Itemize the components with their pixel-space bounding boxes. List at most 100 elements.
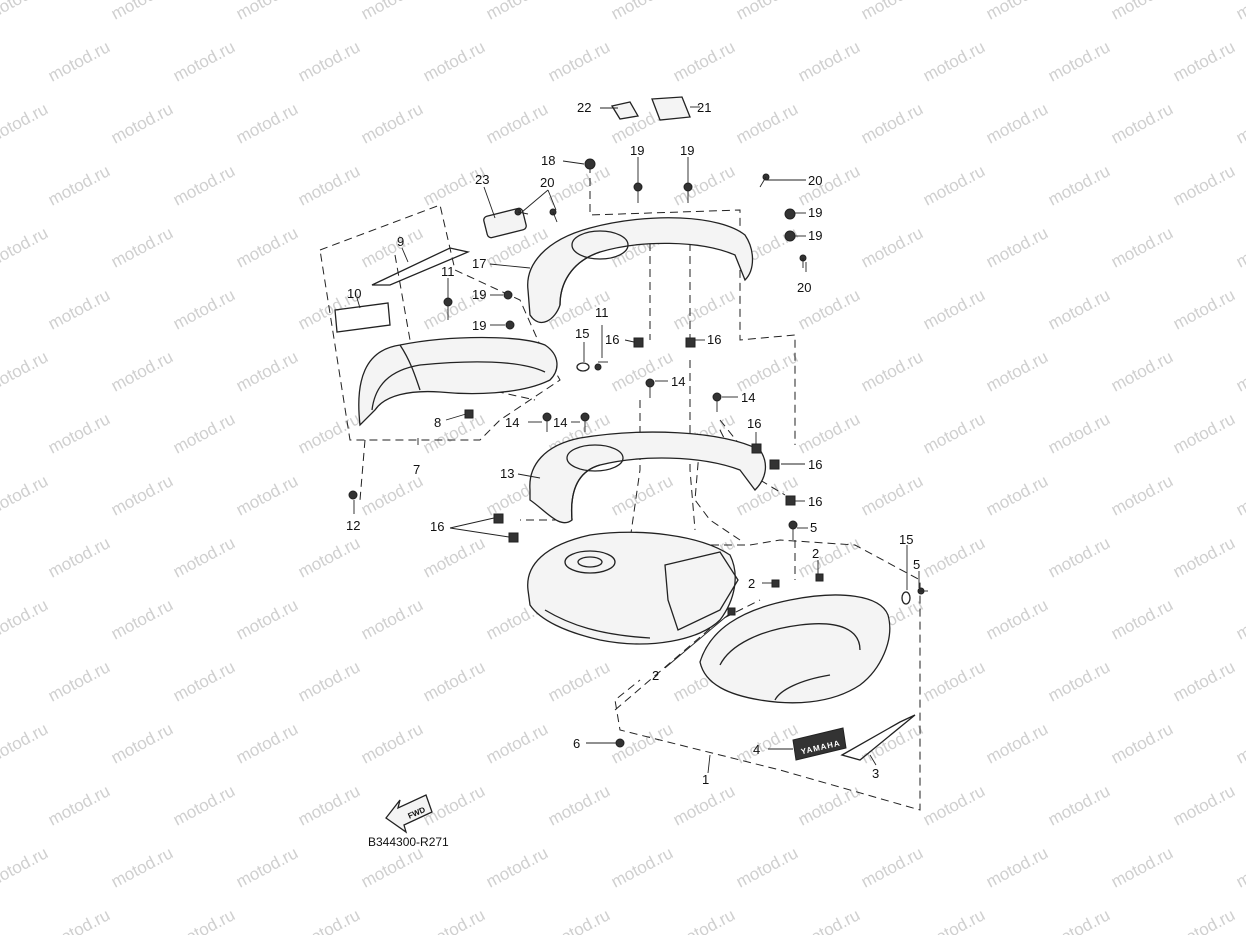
- watermark-text: motod.ru: [670, 905, 738, 935]
- watermark-text: motod.ru: [983, 471, 1051, 519]
- watermark-text: motod.ru: [608, 0, 676, 24]
- watermark-text: motod.ru: [858, 347, 926, 395]
- watermark-text: motod.ru: [233, 223, 301, 271]
- watermark-text: motod.ru: [858, 0, 926, 24]
- watermark-text: motod.ru: [1108, 719, 1176, 767]
- watermark-text: motod.ru: [920, 409, 988, 457]
- watermark-text: motod.ru: [108, 595, 176, 643]
- watermark-text: motod.ru: [1170, 533, 1238, 581]
- watermark-text: motod.ru: [858, 99, 926, 147]
- watermark-text: motod.ru: [1170, 409, 1238, 457]
- watermark-text: motod.ru: [920, 657, 988, 705]
- watermark-text: motod.ru: [920, 285, 988, 333]
- callout-number: 19: [808, 205, 822, 220]
- watermark-text: motod.ru: [1108, 843, 1176, 891]
- watermark-text: motod.ru: [170, 905, 238, 935]
- watermark-text: motod.ru: [108, 0, 176, 24]
- callout-number: 16: [808, 494, 822, 509]
- watermark-text: motod.ru: [1233, 719, 1246, 767]
- watermark-text: motod.ru: [1045, 409, 1113, 457]
- callout-number: 15: [575, 326, 589, 341]
- watermark-text: motod.ru: [1233, 0, 1246, 24]
- watermark-text: motod.ru: [670, 285, 738, 333]
- watermark-text: motod.ru: [1108, 347, 1176, 395]
- watermark-text: motod.ru: [45, 533, 113, 581]
- side-cover-right: [699, 594, 891, 704]
- watermark-text: motod.ru: [45, 37, 113, 85]
- watermark-text: motod.ru: [108, 99, 176, 147]
- callout-number: 16: [430, 519, 444, 534]
- watermark-text: motod.ru: [1233, 595, 1246, 643]
- callout-number: 17: [472, 256, 486, 271]
- watermark-text: motod.ru: [1045, 285, 1113, 333]
- watermark-text: motod.ru: [920, 161, 988, 209]
- watermark-text: motod.ru: [45, 161, 113, 209]
- watermark-text: motod.ru: [295, 37, 363, 85]
- callout-number: 16: [605, 332, 619, 347]
- watermark-text: motod.ru: [0, 0, 51, 24]
- watermark-text: motod.ru: [108, 471, 176, 519]
- watermark-text: motod.ru: [358, 719, 426, 767]
- watermark-text: motod.ru: [983, 99, 1051, 147]
- watermark-text: motod.ru: [983, 719, 1051, 767]
- decal-panel: [334, 302, 391, 333]
- watermark-text: motod.ru: [733, 347, 801, 395]
- watermark-text: motod.ru: [170, 657, 238, 705]
- watermark-text: motod.ru: [0, 719, 51, 767]
- watermark-text: motod.ru: [545, 161, 613, 209]
- watermark-text: motod.ru: [1108, 595, 1176, 643]
- watermark-text: motod.ru: [670, 37, 738, 85]
- watermark-text: motod.ru: [920, 781, 988, 829]
- watermark-text: motod.ru: [920, 905, 988, 935]
- callout-number: 1: [702, 772, 709, 787]
- watermark-text: motod.ru: [1108, 99, 1176, 147]
- yamaha-badge: YAMAHA: [792, 727, 847, 761]
- watermark-text: motod.ru: [295, 409, 363, 457]
- watermark-text: motod.ru: [358, 0, 426, 24]
- watermark-text: motod.ru: [0, 99, 51, 147]
- watermark-text: motod.ru: [1170, 657, 1238, 705]
- watermark-text: motod.ru: [0, 223, 51, 271]
- watermark-text: motod.ru: [420, 905, 488, 935]
- watermark-text: motod.ru: [420, 533, 488, 581]
- watermark-text: motod.ru: [170, 285, 238, 333]
- callout-number: 3: [872, 766, 879, 781]
- watermark-text: motod.ru: [670, 781, 738, 829]
- watermark-text: motod.ru: [920, 37, 988, 85]
- watermark-text: motod.ru: [545, 905, 613, 935]
- watermark-text: motod.ru: [1045, 37, 1113, 85]
- watermark-text: motod.ru: [1045, 657, 1113, 705]
- emblem-strip: [371, 247, 471, 286]
- watermark-text: motod.ru: [733, 99, 801, 147]
- watermark-text: motod.ru: [733, 471, 801, 519]
- watermark-text: motod.ru: [45, 657, 113, 705]
- watermark-text: motod.ru: [295, 657, 363, 705]
- callout-number: 11: [441, 264, 455, 279]
- callout-number: 12: [346, 518, 360, 533]
- watermark-text: motod.ru: [608, 471, 676, 519]
- callout-number: 19: [630, 143, 644, 158]
- callout-number: 2: [748, 576, 755, 591]
- callout-number: 19: [680, 143, 694, 158]
- watermark-text: motod.ru: [795, 37, 863, 85]
- watermark-text: motod.ru: [1170, 905, 1238, 935]
- callout-number: 22: [577, 100, 591, 115]
- callout-number: 23: [475, 172, 489, 187]
- watermark-text: motod.ru: [983, 347, 1051, 395]
- watermark-text: motod.ru: [170, 161, 238, 209]
- callout-number: 11: [595, 305, 609, 320]
- reference-code: B344300-R271: [368, 835, 449, 849]
- watermark-text: motod.ru: [795, 905, 863, 935]
- fwd-arrow-icon: FWD: [385, 794, 433, 834]
- watermark-text: motod.ru: [545, 657, 613, 705]
- watermark-text: motod.ru: [733, 0, 801, 24]
- callout-number: 10: [347, 286, 361, 301]
- watermark-text: motod.ru: [0, 347, 51, 395]
- callout-number: 15: [899, 532, 913, 547]
- watermark-text: motod.ru: [858, 471, 926, 519]
- watermark-text: motod.ru: [483, 719, 551, 767]
- watermark-text: motod.ru: [170, 409, 238, 457]
